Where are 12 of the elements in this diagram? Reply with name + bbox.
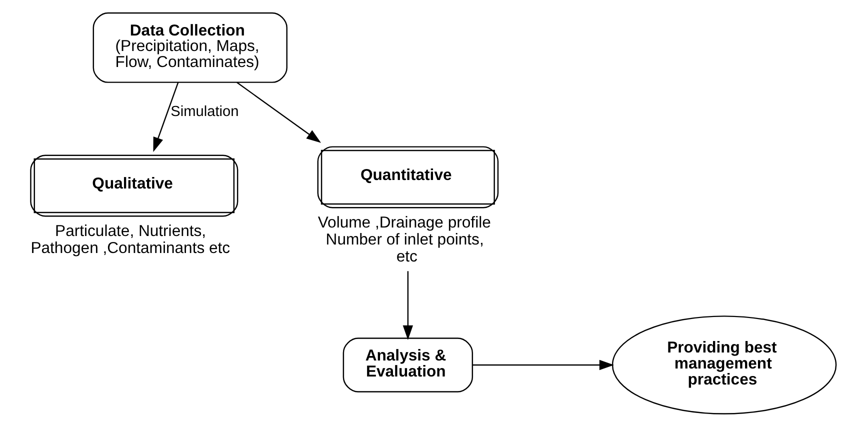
arrow	[472, 360, 614, 370]
edge-label: Simulation	[170, 104, 239, 120]
arrow	[236, 82, 322, 143]
node-box: Quantitative	[317, 146, 499, 208]
node-box: Data Collection (Precipitation, Maps, Flow, Contaminates)	[92, 12, 288, 83]
node-box: Analysis & Evaluation	[342, 338, 474, 392]
node-label: Particulate, Nutrients, Pathogen ,Contaminants etc	[30, 223, 230, 258]
node-label: Volume ,Drainage profile Number of inlet points, etc	[318, 214, 491, 266]
arrow	[402, 271, 414, 340]
node-ellipse: Providing best management practices	[612, 316, 837, 414]
node-box: Qualitative	[30, 154, 238, 217]
arrow	[153, 82, 179, 152]
